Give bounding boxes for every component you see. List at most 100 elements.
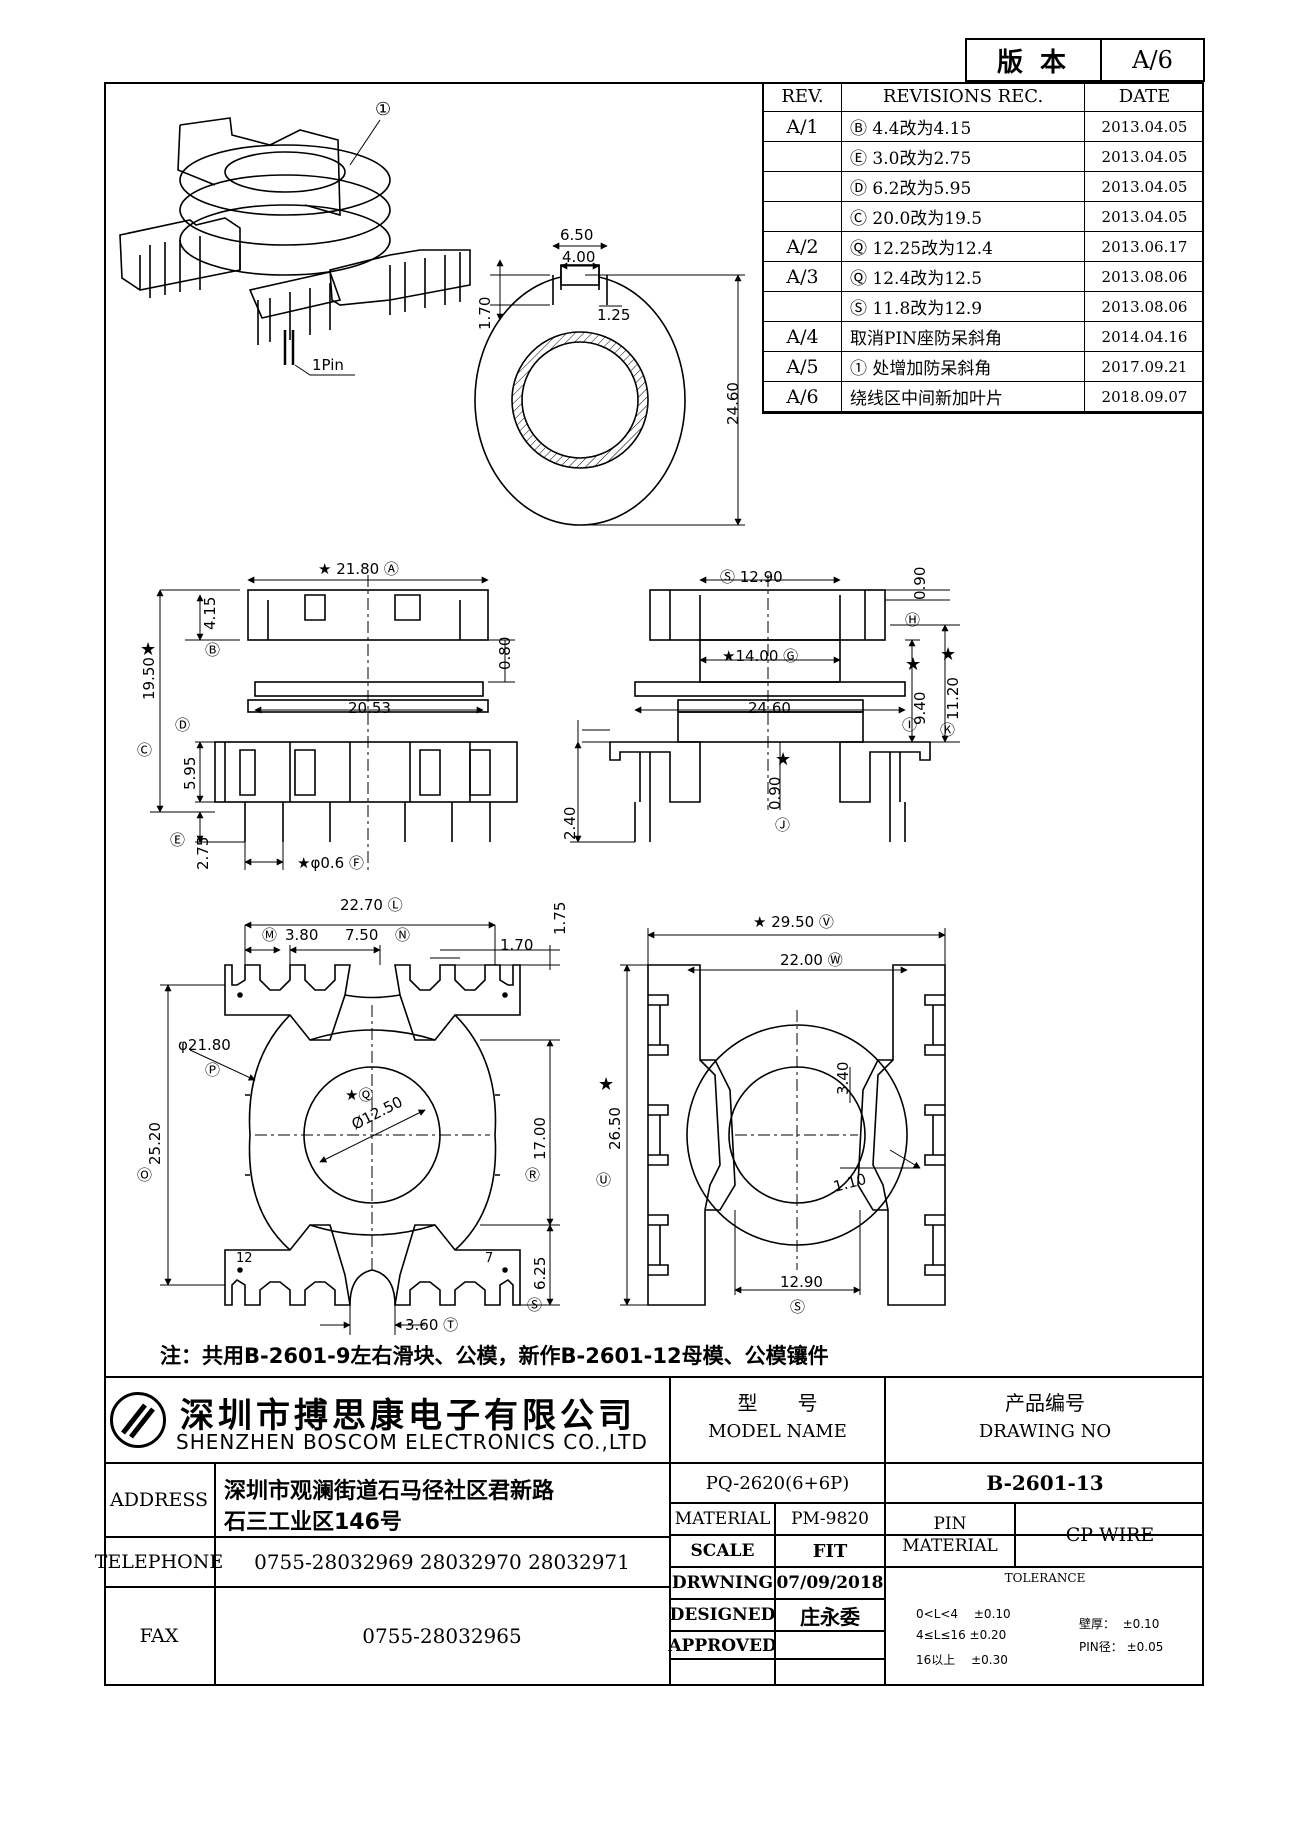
dim-2270: 22.70 Ⓛ — [340, 896, 403, 914]
dim-2053: 20.53 — [348, 699, 391, 717]
tolerance-5: PIN径： ±0.05 — [1079, 1640, 1164, 1654]
dim-625: 6.25 — [531, 1257, 549, 1290]
material-label: MATERIAL — [674, 1509, 771, 1529]
model-value: PQ-2620(6+6P) — [705, 1472, 850, 1494]
material-value: PM-9820 — [791, 1509, 869, 1529]
telephone-label: TELEPHONE — [94, 1551, 224, 1573]
fax-value: 0755-28032965 — [362, 1624, 522, 1648]
revision-record: Ⓢ 11.8改为12.9 — [842, 292, 1085, 322]
divider — [669, 1462, 1204, 1464]
isometric-view — [119, 117, 471, 376]
revision-date: 2013.04.05 — [1085, 142, 1204, 172]
dim-star-090: ★ — [775, 749, 791, 770]
dim-1950: 19.50 — [140, 657, 158, 700]
drawing-frame — [104, 82, 1204, 1686]
revision-date: 2013.08.06 — [1085, 292, 1204, 322]
dim-2460-vertical: 24.60 — [724, 382, 742, 425]
drawing-date-label: DRWNING — [671, 1573, 774, 1593]
dim-m: Ⓜ — [262, 926, 277, 944]
dim-595: 5.95 — [181, 757, 199, 790]
divider — [884, 1378, 886, 1534]
designed-label: DESIGNED — [669, 1605, 776, 1625]
pin-12-label: 12 — [236, 1251, 253, 1266]
divider — [669, 1630, 884, 1632]
revision-rev — [764, 172, 842, 202]
divider — [669, 1598, 884, 1600]
front-view — [150, 575, 518, 870]
dim-940: 9.40 — [911, 692, 929, 725]
revision-record: 绕线区中间新加叶片 — [842, 382, 1085, 412]
dim-pin-diameter: ★φ0.6 Ⓕ — [297, 854, 364, 872]
version-value: A/6 — [1132, 46, 1173, 74]
dim-c: Ⓒ — [137, 741, 152, 759]
revision-rev — [764, 142, 842, 172]
dim-b: Ⓑ — [205, 641, 220, 659]
revision-record: Ⓑ 4.4改为4.15 — [842, 112, 1085, 142]
dim-415: 4.15 — [201, 597, 219, 630]
drawing-note: 注：共用B-2601-9左右滑块、公模，新作B-2601-12母模、公模镶件 — [160, 1344, 829, 1368]
dim-170: 1.70 — [476, 297, 494, 330]
revision-rev: A/3 — [764, 262, 842, 292]
dim-2950: ★ 29.50 Ⓥ — [753, 913, 834, 931]
tolerance-1: 0<L<4 ±0.10 — [916, 1607, 1011, 1621]
dim-275: 2.75 — [194, 837, 212, 870]
dim-k: Ⓚ — [940, 721, 955, 739]
divider — [669, 1566, 1204, 1568]
revision-rev: A/2 — [764, 232, 842, 262]
revision-date: 2013.04.05 — [1085, 172, 1204, 202]
dim-170-b: 1.70 — [500, 936, 533, 954]
pin-material-label: PIN MATERIAL — [902, 1514, 998, 1556]
dim-360: 3.60 Ⓣ — [405, 1316, 458, 1334]
top-view-ellipse — [474, 242, 745, 526]
address-line2: 石三工业区146号 — [224, 1510, 402, 1535]
dim-2650: 26.50 — [606, 1107, 624, 1150]
dim-090: 0.90 — [911, 567, 929, 600]
dim-j: Ⓙ — [775, 816, 790, 834]
fax-label: FAX — [139, 1625, 179, 1647]
dim-090-b: 0.90 — [766, 777, 784, 810]
revision-date: 2013.06.17 — [1085, 232, 1204, 262]
scale-label: SCALE — [690, 1541, 755, 1561]
dim-1290-b: 12.90 — [780, 1273, 823, 1291]
dim-star-1120: ★ — [940, 644, 956, 665]
revision-record: Ⓓ 6.2改为5.95 — [842, 172, 1085, 202]
dim-star-left: ★ — [140, 639, 156, 660]
revision-record: ① 处增加防呆斜角 — [842, 352, 1085, 382]
pin-label: 1Pin — [312, 356, 344, 374]
dim-750: 7.50 — [345, 926, 378, 944]
dim-i: Ⓘ — [902, 716, 917, 734]
tolerance-label: TOLERANCE — [1004, 1571, 1086, 1585]
title-block: 深圳市搏思康电子有限公司 SHENZHEN BOSCOM ELECTRONICS… — [94, 1376, 1204, 1686]
telephone-value: 0755-28032969 28032970 28032971 — [254, 1550, 630, 1574]
dim-phi-2180: φ21.80 — [178, 1036, 231, 1054]
revision-date: 2013.04.05 — [1085, 112, 1204, 142]
divider — [669, 1658, 884, 1660]
divider — [104, 1462, 669, 1464]
revision-rev: A/5 — [764, 352, 842, 382]
tolerance-4: 壁厚： ±0.10 — [1079, 1617, 1160, 1631]
dim-e: Ⓔ — [170, 831, 185, 849]
divider — [104, 1586, 669, 1588]
divider — [774, 1502, 776, 1686]
dim-r: Ⓡ — [525, 1166, 540, 1184]
dim-080: 0.80 — [496, 637, 514, 670]
revision-date: 2014.04.16 — [1085, 322, 1204, 352]
drawing-date-value: 07/09/2018 — [776, 1573, 884, 1593]
revision-rev: A/6 — [764, 382, 842, 412]
revision-rev: A/4 — [764, 322, 842, 352]
divider — [884, 1502, 886, 1686]
dim-d: Ⓓ — [175, 716, 190, 734]
model-label-en: MODEL NAME — [708, 1420, 847, 1442]
divider — [669, 1502, 1204, 1504]
company-logo — [110, 1392, 166, 1448]
dim-u: Ⓤ — [596, 1171, 611, 1189]
dim-2460: 24.60 — [748, 699, 791, 717]
dim-400: 4.00 — [562, 248, 595, 266]
pin-7-label: 7 — [485, 1251, 493, 1266]
dim-2200: 22.00 Ⓦ — [780, 951, 843, 969]
revision-date: 2018.09.07 — [1085, 382, 1204, 412]
dim-h: Ⓗ — [905, 611, 920, 629]
drawing-value: B-2601-13 — [986, 1471, 1104, 1495]
dim-q: ★Ⓠ — [345, 1086, 373, 1104]
